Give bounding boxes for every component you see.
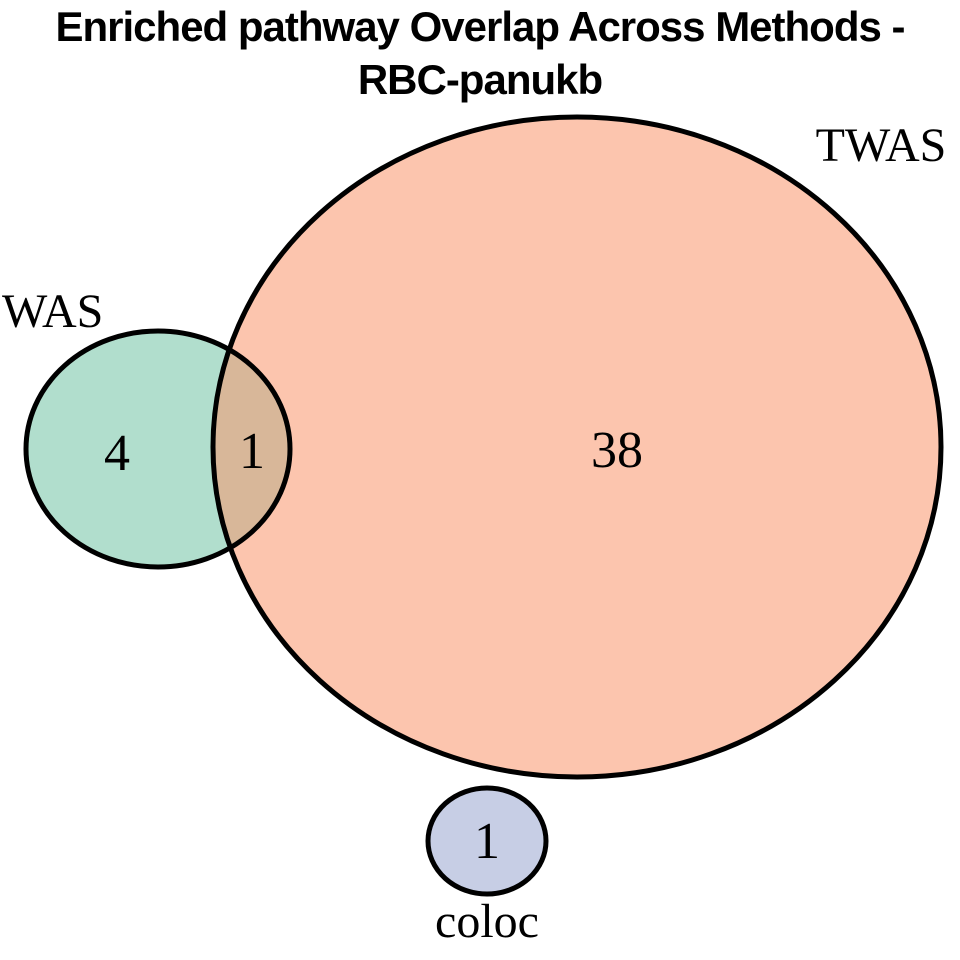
left-set-label: WAS [2,285,103,338]
big-set-label: TWAS [816,119,947,172]
chart-title: Enriched pathway Overlap Across Methods … [0,0,960,106]
chart-title-line2: RBC-panukb [357,56,603,103]
bottom-only-count: 1 [474,813,500,870]
left-set-outline [23,328,293,570]
bottom-set-label: coloc [435,895,539,948]
overlap-count: 1 [239,423,265,480]
big-set-ellipse [213,117,941,777]
big-set-outline [210,114,944,780]
bottom-set-circle [425,785,549,897]
big-only-count: 38 [591,422,643,479]
chart-title-line1: Enriched pathway Overlap Across Methods … [55,3,906,50]
left-only-count: 4 [104,425,130,482]
